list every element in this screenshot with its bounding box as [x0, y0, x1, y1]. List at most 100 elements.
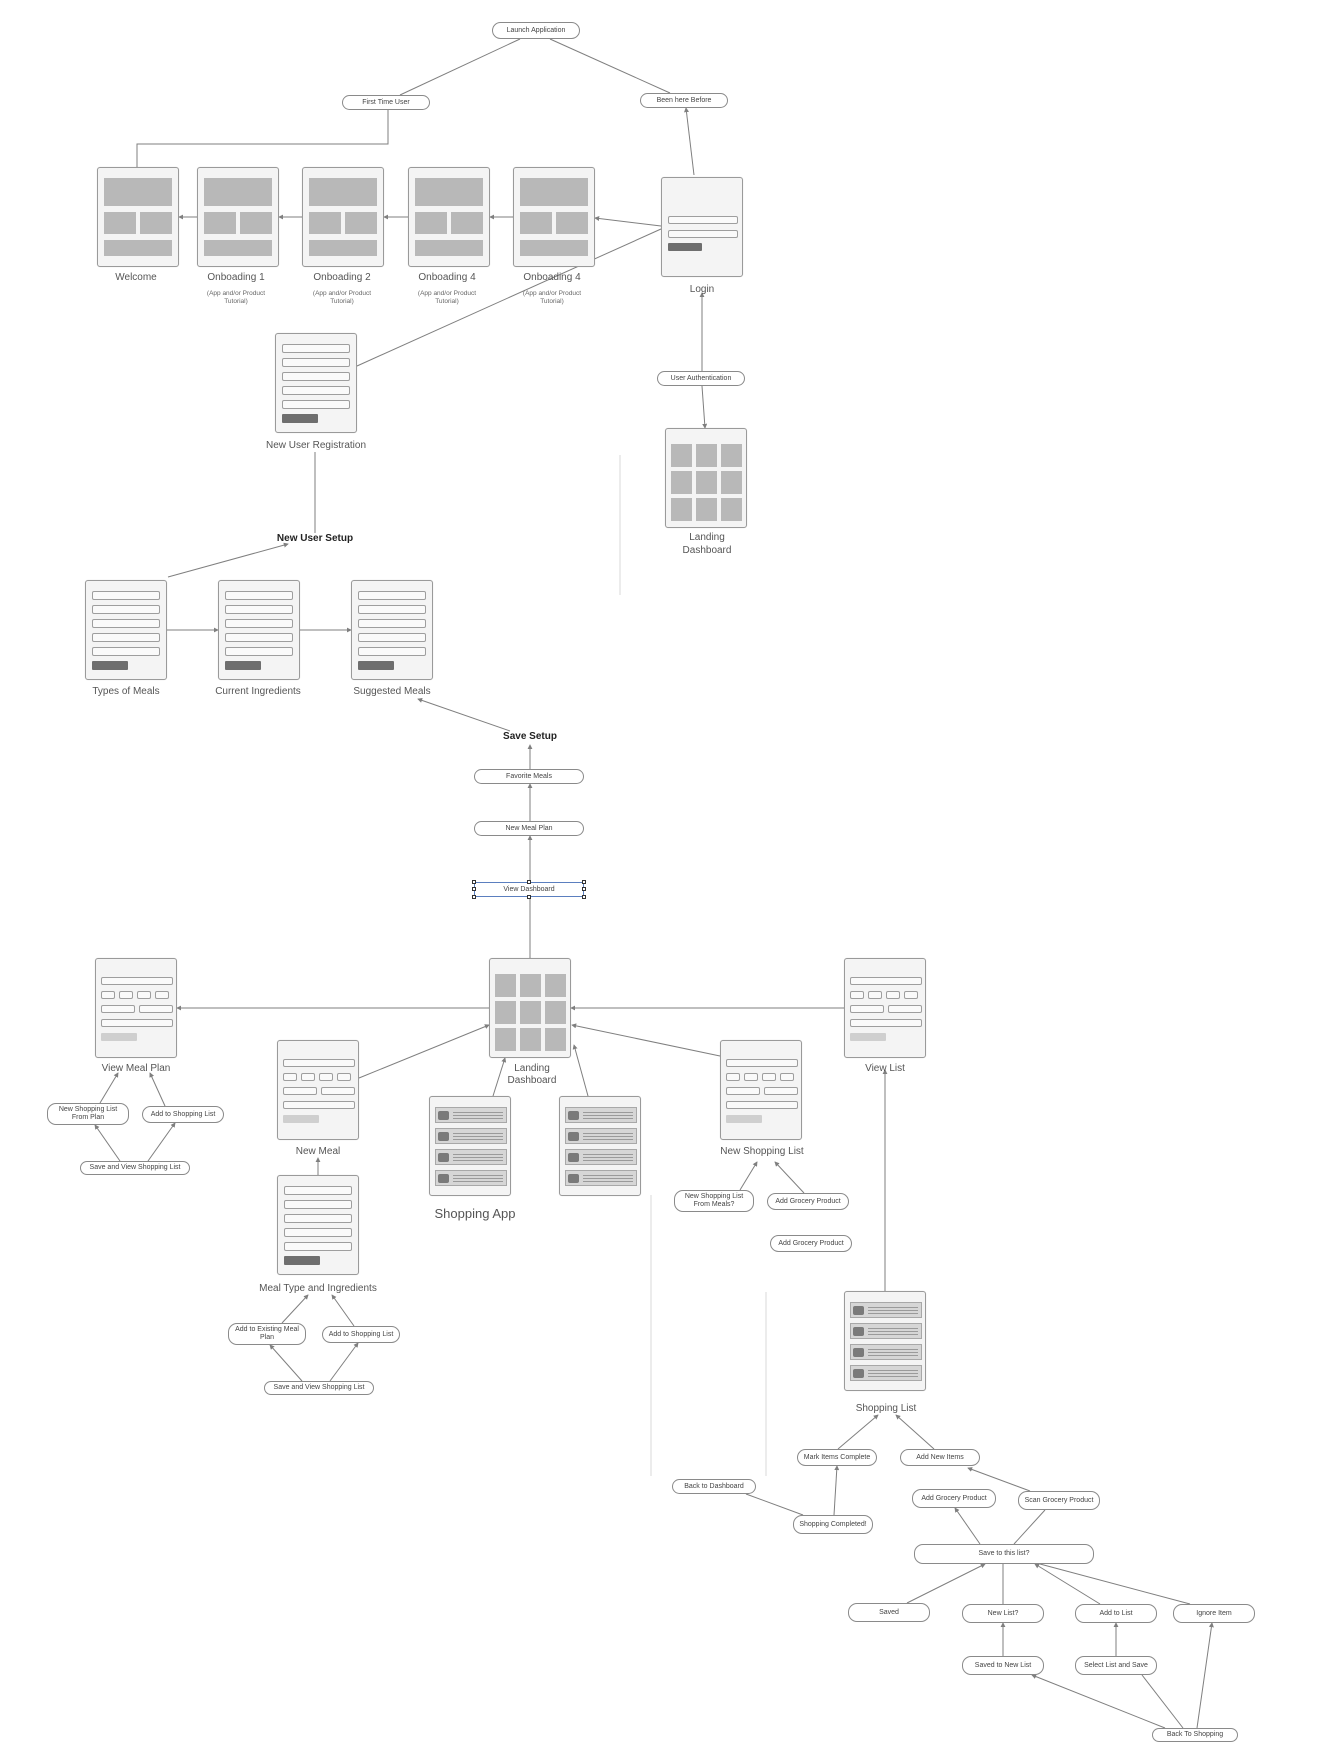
app-tile — [721, 444, 742, 467]
shopping-app-list-screen-2[interactable] — [559, 1096, 641, 1196]
form-field — [225, 647, 293, 656]
row-text-line — [583, 1139, 633, 1140]
shopping-app-heading: Shopping App — [434, 1206, 516, 1221]
favorite-meals-pill[interactable]: Favorite Meals — [474, 769, 584, 784]
scan-grocery-product-pill[interactable]: Scan Grocery Product — [1018, 1491, 1100, 1510]
selection-handle[interactable] — [472, 895, 476, 899]
save-and-view-shopping-list-plan-pill[interactable]: Save and View Shopping List — [80, 1161, 190, 1175]
chip-field — [850, 991, 864, 999]
row-text-line — [583, 1118, 633, 1119]
first-time-user-pill[interactable]: First Time User — [342, 95, 430, 110]
new-list-pill[interactable]: New List? — [962, 1604, 1044, 1623]
connector — [549, 38, 671, 94]
select-list-and-save-pill[interactable]: Select List and Save — [1075, 1656, 1157, 1675]
view-list-label: View List — [865, 1063, 905, 1074]
shopping-completed-pill[interactable]: Shopping Completed! — [793, 1515, 873, 1534]
shopping-list-label: Shopping List — [855, 1403, 917, 1414]
form-field — [282, 344, 350, 353]
chip-field — [283, 1073, 297, 1081]
form-field — [139, 1005, 173, 1013]
save-and-view-shopping-list-meal-pill[interactable]: Save and View Shopping List — [264, 1381, 374, 1395]
onboarding-2-sublabel: (App and/or Product Tutorial) — [312, 290, 372, 305]
saved-pill[interactable]: Saved — [848, 1603, 930, 1622]
add-to-shopping-list-plan-pill[interactable]: Add to Shopping List — [142, 1106, 224, 1123]
shopping-app-list-screen-1[interactable] — [429, 1096, 511, 1196]
connector — [147, 1122, 176, 1162]
chip-field — [868, 991, 882, 999]
row-text-line — [453, 1112, 503, 1113]
connector — [1141, 1674, 1184, 1729]
row-text-line — [868, 1376, 918, 1377]
new-shopping-list-from-meals-pill[interactable]: New Shopping List From Meals? — [674, 1190, 754, 1212]
row-text-line — [868, 1310, 918, 1311]
form-field — [358, 633, 426, 642]
ignore-item-pill[interactable]: Ignore Item — [1173, 1604, 1255, 1623]
selection-handle[interactable] — [527, 895, 531, 899]
form-field — [321, 1087, 355, 1095]
row-text-line — [583, 1160, 633, 1161]
selection-handle[interactable] — [582, 887, 586, 891]
meal-type-and-ingredients-screen[interactable] — [277, 1175, 359, 1275]
add-to-shopping-list-meal-pill[interactable]: Add to Shopping List — [322, 1326, 400, 1343]
types-of-meals-screen[interactable] — [85, 580, 167, 680]
placeholder-image — [104, 178, 172, 206]
row-thumb — [853, 1306, 864, 1315]
launch-application-pill[interactable]: Launch Application — [492, 22, 580, 39]
welcome-label: Welcome — [115, 272, 157, 283]
row-text-line — [583, 1181, 633, 1182]
view-list-screen[interactable] — [844, 958, 926, 1058]
add-grocery-product-1-pill[interactable]: Add Grocery Product — [767, 1193, 849, 1210]
add-to-list-pill[interactable]: Add to List — [1075, 1604, 1157, 1623]
new-meal-screen[interactable] — [277, 1040, 359, 1140]
login-screen[interactable] — [661, 177, 743, 277]
shopping-list-screen[interactable] — [844, 1291, 926, 1391]
form-field — [225, 619, 293, 628]
form-field — [225, 605, 293, 614]
view-meal-plan-screen[interactable] — [95, 958, 177, 1058]
row-text-line — [453, 1178, 503, 1179]
onboarding-4-screen[interactable] — [513, 167, 595, 267]
form-field — [358, 591, 426, 600]
landing-dashboard-main-screen[interactable] — [489, 958, 571, 1058]
new-shopping-list-from-plan-pill[interactable]: New Shopping List From Plan — [47, 1103, 129, 1125]
been-here-before-pill[interactable]: Been here Before — [640, 93, 728, 108]
back-to-dashboard-pill[interactable]: Back to Dashboard — [672, 1479, 756, 1494]
chip-field — [155, 991, 169, 999]
landing-dashboard-top-screen[interactable] — [665, 428, 747, 528]
add-grocery-product-3-pill[interactable]: Add Grocery Product — [912, 1489, 996, 1508]
new-user-registration-screen[interactable] — [275, 333, 357, 433]
selection-handle[interactable] — [472, 887, 476, 891]
saved-to-new-list-pill[interactable]: Saved to New List — [962, 1656, 1044, 1675]
mark-items-complete-pill[interactable]: Mark Items Complete — [797, 1449, 877, 1466]
add-to-existing-meal-plan-pill[interactable]: Add to Existing Meal Plan — [228, 1323, 306, 1345]
placeholder-image — [415, 240, 483, 256]
user-authentication-pill[interactable]: User Authentication — [657, 371, 745, 386]
save-to-this-list-pill[interactable]: Save to this list? — [914, 1544, 1094, 1564]
onboarding-1-screen[interactable] — [197, 167, 279, 267]
current-ingredients-screen[interactable] — [218, 580, 300, 680]
welcome-screen[interactable] — [97, 167, 179, 267]
placeholder-image — [520, 212, 552, 234]
add-grocery-product-2-pill[interactable]: Add Grocery Product — [770, 1235, 852, 1252]
onboarding-3-screen[interactable] — [408, 167, 490, 267]
back-to-shopping-pill[interactable]: Back To Shopping — [1152, 1728, 1238, 1742]
connector — [1034, 1563, 1101, 1605]
selection-handle[interactable] — [582, 880, 586, 884]
submit-button — [283, 1115, 319, 1123]
selection-handle[interactable] — [527, 880, 531, 884]
suggested-meals-screen[interactable] — [351, 580, 433, 680]
selection-handle[interactable] — [582, 895, 586, 899]
new-meal-plan-pill[interactable]: New Meal Plan — [474, 821, 584, 836]
row-text-line — [453, 1175, 503, 1176]
row-text-line — [453, 1139, 503, 1140]
selection-handle[interactable] — [472, 880, 476, 884]
row-text-line — [868, 1349, 918, 1350]
placeholder-image — [240, 212, 272, 234]
form-field — [284, 1214, 352, 1223]
save-setup-heading: Save Setup — [503, 731, 557, 742]
new-shopping-list-screen[interactable] — [720, 1040, 802, 1140]
placeholder-image — [415, 178, 483, 206]
onboarding-2-screen[interactable] — [302, 167, 384, 267]
add-new-items-pill[interactable]: Add New Items — [900, 1449, 980, 1466]
list-row — [435, 1149, 507, 1165]
